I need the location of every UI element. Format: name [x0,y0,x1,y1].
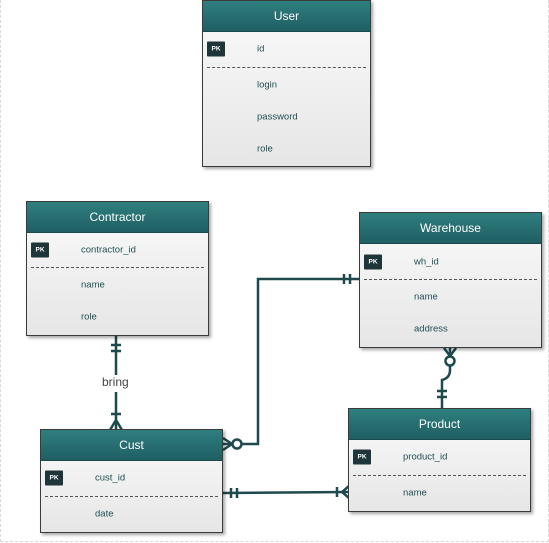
field-date: date [95,508,114,520]
field-row: name [349,477,530,509]
entity-product[interactable]: Product PK product_id name [348,408,531,512]
rel-contractor-cust-one-many [108,412,124,431]
field-row: password [203,101,370,133]
field-contractor-id: contractor_id [81,244,136,256]
field-name: name [403,487,427,499]
entity-title: User [203,1,370,32]
key-divider [207,67,366,68]
rel-warehouse-product-line [440,348,452,408]
pk-badge: PK [45,470,63,486]
key-divider [364,279,537,280]
pk-badge: PK [31,242,49,258]
pk-row: PK cust_id [41,462,222,494]
entity-user[interactable]: User PK id login password role [202,0,371,167]
field-row: address [360,313,541,345]
rel-warehouse-cust-one-one [342,274,352,284]
field-role: role [81,311,97,323]
rel-cust-product-line [222,490,350,495]
field-password: password [257,111,298,123]
entity-title: Warehouse [360,213,541,244]
pk-row: PK contractor_id [27,234,208,266]
key-divider [31,267,204,268]
field-row: login [203,69,370,101]
key-divider [45,496,218,497]
rel-contractor-cust-one-one [111,343,121,353]
field-name: name [81,279,105,291]
field-address: address [414,323,448,335]
rel-warehouse-product-one-one [437,389,447,399]
rel-cust-product-one-one [229,488,239,498]
field-cust-id: cust_id [95,472,126,484]
rel-warehouse-cust-zero-circle [231,438,243,450]
pk-badge: PK [353,449,371,465]
field-role: role [257,143,273,155]
field-row: name [360,281,541,313]
pk-row: PK product_id [349,441,530,473]
field-row: role [203,133,370,165]
pk-badge: PK [207,41,225,57]
field-login: login [257,79,278,91]
entity-title: Cust [41,430,222,461]
entity-warehouse[interactable]: Warehouse PK wh_id name address [359,212,542,348]
entity-title: Product [349,409,530,440]
field-name: name [414,291,438,303]
rel-cust-product-one-many [335,485,350,499]
field-row: name [27,269,208,301]
pk-row: PK wh_id [360,246,541,278]
pk-row: PK id [203,33,370,65]
field-row: date [41,498,222,530]
entity-cust[interactable]: Cust PK cust_id date [40,429,223,533]
field-product-id: product_id [403,451,448,463]
rel-warehouse-product-zero-circle [444,355,456,367]
pk-badge: PK [364,254,382,270]
rel-warehouse-cust-line [223,277,359,446]
entity-title: Contractor [27,202,208,233]
relationship-label-bring: bring [101,375,130,389]
field-row: role [27,301,208,333]
entity-contractor[interactable]: Contractor PK contractor_id name role [26,201,209,336]
field-id: id [257,43,265,55]
key-divider [353,475,526,476]
field-wh-id: wh_id [414,256,439,268]
